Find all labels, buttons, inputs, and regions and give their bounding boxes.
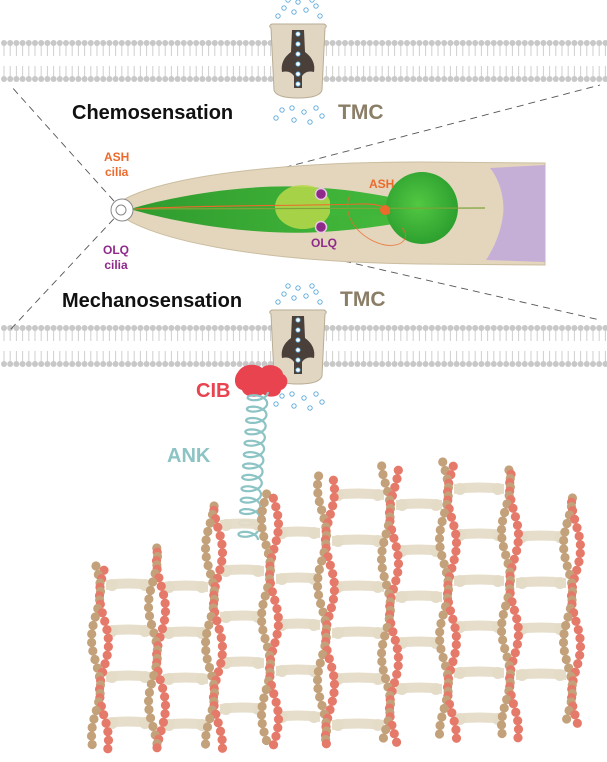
olq-label: OLQ — [311, 236, 337, 250]
ash-cilia-label-line1: ASH — [104, 150, 130, 164]
worm-tail-region — [486, 165, 545, 262]
ash-cilia-label-line2: cilia — [104, 165, 129, 179]
worm-head — [110, 161, 546, 266]
zoom-guide-lines — [9, 84, 601, 331]
lower-membrane-bilayer — [1, 325, 607, 367]
cilia-tip-inner — [115, 204, 127, 216]
tmc-top-label: TMC — [338, 101, 384, 124]
actin-spectrin-network — [86, 457, 586, 754]
neuron-axis — [129, 207, 486, 210]
cib-label: CIB — [196, 380, 231, 402]
olq-soma-upper — [314, 187, 328, 201]
olq-soma-lower — [314, 220, 328, 234]
mechanosensation-label: Mechanosensation — [62, 290, 243, 312]
cilia-tip-outer — [110, 198, 134, 222]
tmc-bottom-label: TMC — [340, 288, 386, 311]
tmc-channel-upper — [269, 0, 327, 125]
ash-label: ASH — [369, 177, 395, 191]
chemosensation-label: Chemosensation — [72, 102, 234, 124]
olq-cilia-label-line2: cilia — [104, 258, 128, 272]
olq-cilia-label: OLQ cilia — [103, 243, 129, 273]
neuron-body — [130, 186, 410, 233]
tmc-channel-lower — [269, 283, 327, 411]
ank-label: ANK — [167, 445, 211, 467]
olq-cilia-label-line1: OLQ — [103, 243, 129, 257]
ash-cilia-label: ASH cilia — [104, 150, 129, 180]
ash-soma — [380, 205, 390, 215]
cib-protein — [234, 364, 288, 397]
ank-spring — [237, 391, 270, 541]
ash-loop — [347, 194, 406, 246]
